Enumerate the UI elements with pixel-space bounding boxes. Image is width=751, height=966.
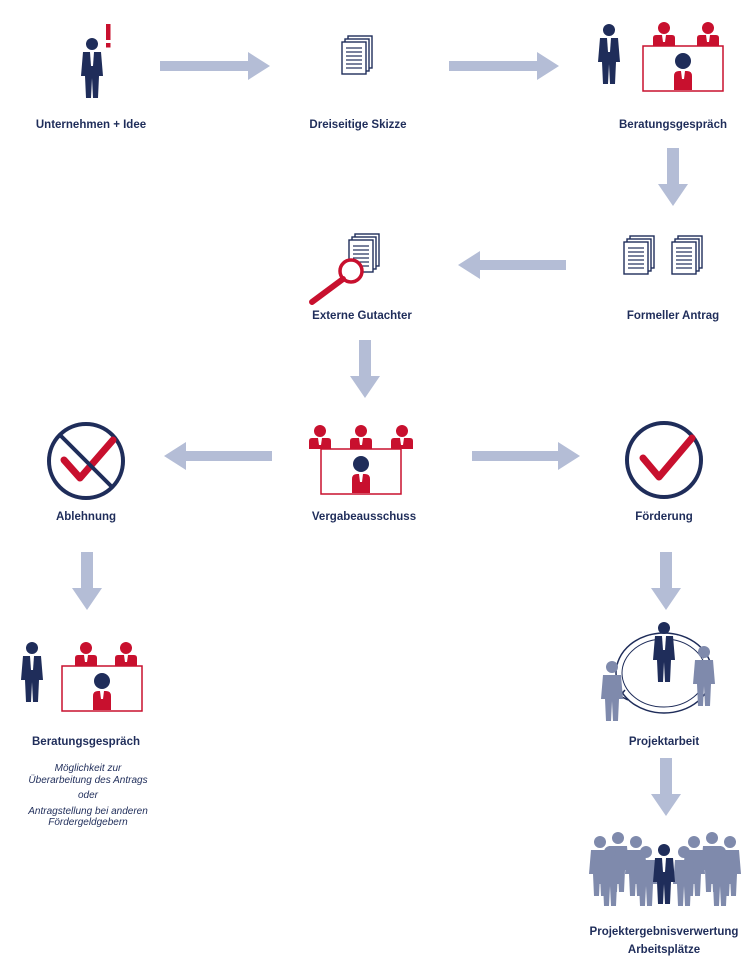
- entrepreneur-icon: [81, 24, 111, 98]
- note-line: Möglichkeit zur: [54, 763, 122, 774]
- crowd-icon: [589, 832, 741, 906]
- label-verwertung: Projektergebnisverwertung: [589, 926, 739, 938]
- arrow-skizze-to-beratung: [449, 52, 559, 80]
- label-beratung-bottom: Beratungsgespräch: [31, 736, 141, 748]
- arrow-projektarbeit-to-verwertung: [651, 758, 681, 816]
- arrow-antrag-to-gutachter: [458, 251, 566, 279]
- magnifier-document-icon: [309, 234, 379, 305]
- label-skizze: Dreiseitige Skizze: [309, 119, 407, 131]
- project-team-icon: [601, 622, 715, 721]
- label-vergabe: Vergabeausschuss: [311, 511, 417, 523]
- rejection-icon: [47, 422, 125, 500]
- arrow-gutachter-to-vergabe: [350, 340, 380, 398]
- note-line: oder: [77, 790, 98, 801]
- consultation-icon: [21, 642, 143, 712]
- label-gutachter: Externe Gutachter: [312, 310, 412, 322]
- consultation-icon: [598, 22, 724, 92]
- note-line: Antragstellung bei anderen: [28, 805, 148, 817]
- arrow-ablehnung-to-beratung: [72, 552, 102, 610]
- arrow-idee-to-skizze: [160, 52, 270, 80]
- note-line: Fördergeldgebern: [48, 817, 128, 828]
- formal-application-icon: [624, 236, 702, 274]
- label-projektarbeit: Projektarbeit: [628, 736, 700, 748]
- arrow-vergabe-to-foerderung: [472, 442, 580, 470]
- label-unternehmen: Unternehmen + Idee: [35, 119, 147, 131]
- arrow-foerderung-to-projektarbeit: [651, 552, 681, 610]
- arrow-vergabe-to-ablehnung: [164, 442, 272, 470]
- label-antrag: Formeller Antrag: [626, 310, 720, 322]
- note-line: Überarbeitung des Antrags: [28, 774, 148, 786]
- arrow-beratung-to-antrag: [658, 148, 688, 206]
- label-foerderung: Förderung: [635, 511, 693, 523]
- label-beratung-top: Beratungsgespräch: [618, 119, 728, 131]
- committee-icon: [309, 425, 413, 495]
- label-ablehnung: Ablehnung: [55, 511, 117, 523]
- label-arbeitsplaetze: Arbeitsplätze: [627, 944, 701, 956]
- approval-icon: [625, 421, 703, 499]
- document-stack-icon: [342, 36, 372, 74]
- consultation-note: Möglichkeit zur Überarbeitung des Antrag…: [3, 763, 173, 829]
